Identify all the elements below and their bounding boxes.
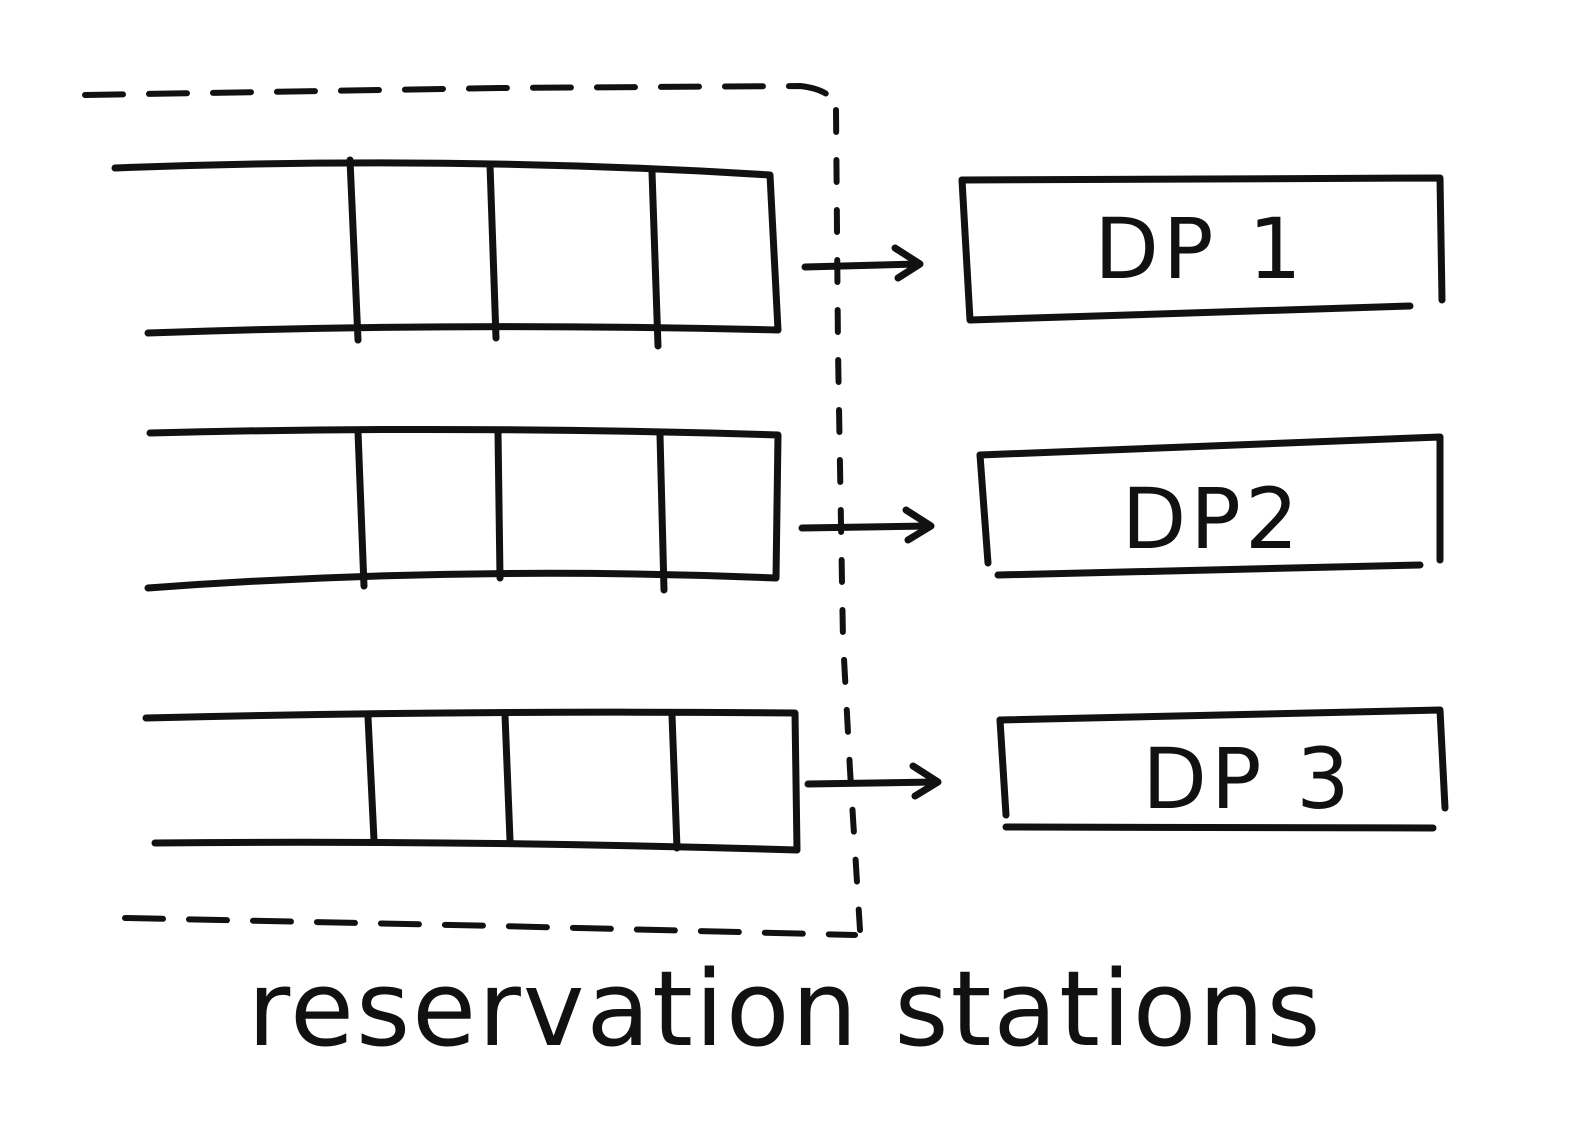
dispatch-unit-1-label: DP 1 xyxy=(1094,200,1305,298)
dispatch-unit-2: DP2 xyxy=(976,433,1444,579)
dispatch-unit-3-label: DP 3 xyxy=(1142,730,1353,828)
reservation-station-2 xyxy=(144,425,782,594)
dispatch-unit-2-label: DP2 xyxy=(1122,470,1303,568)
reservation-stations-boundary xyxy=(82,82,863,938)
dispatch-unit-1: DP 1 xyxy=(958,174,1446,324)
reservation-station-3 xyxy=(142,708,801,854)
dispatch-arrow-3 xyxy=(804,762,942,800)
dispatch-arrow-1 xyxy=(801,244,924,282)
diagram-caption: reservation stations xyxy=(247,948,1322,1070)
dispatch-unit-3: DP 3 xyxy=(996,706,1449,832)
reservation-station-1 xyxy=(111,156,782,350)
dispatch-arrow-2 xyxy=(798,506,935,544)
